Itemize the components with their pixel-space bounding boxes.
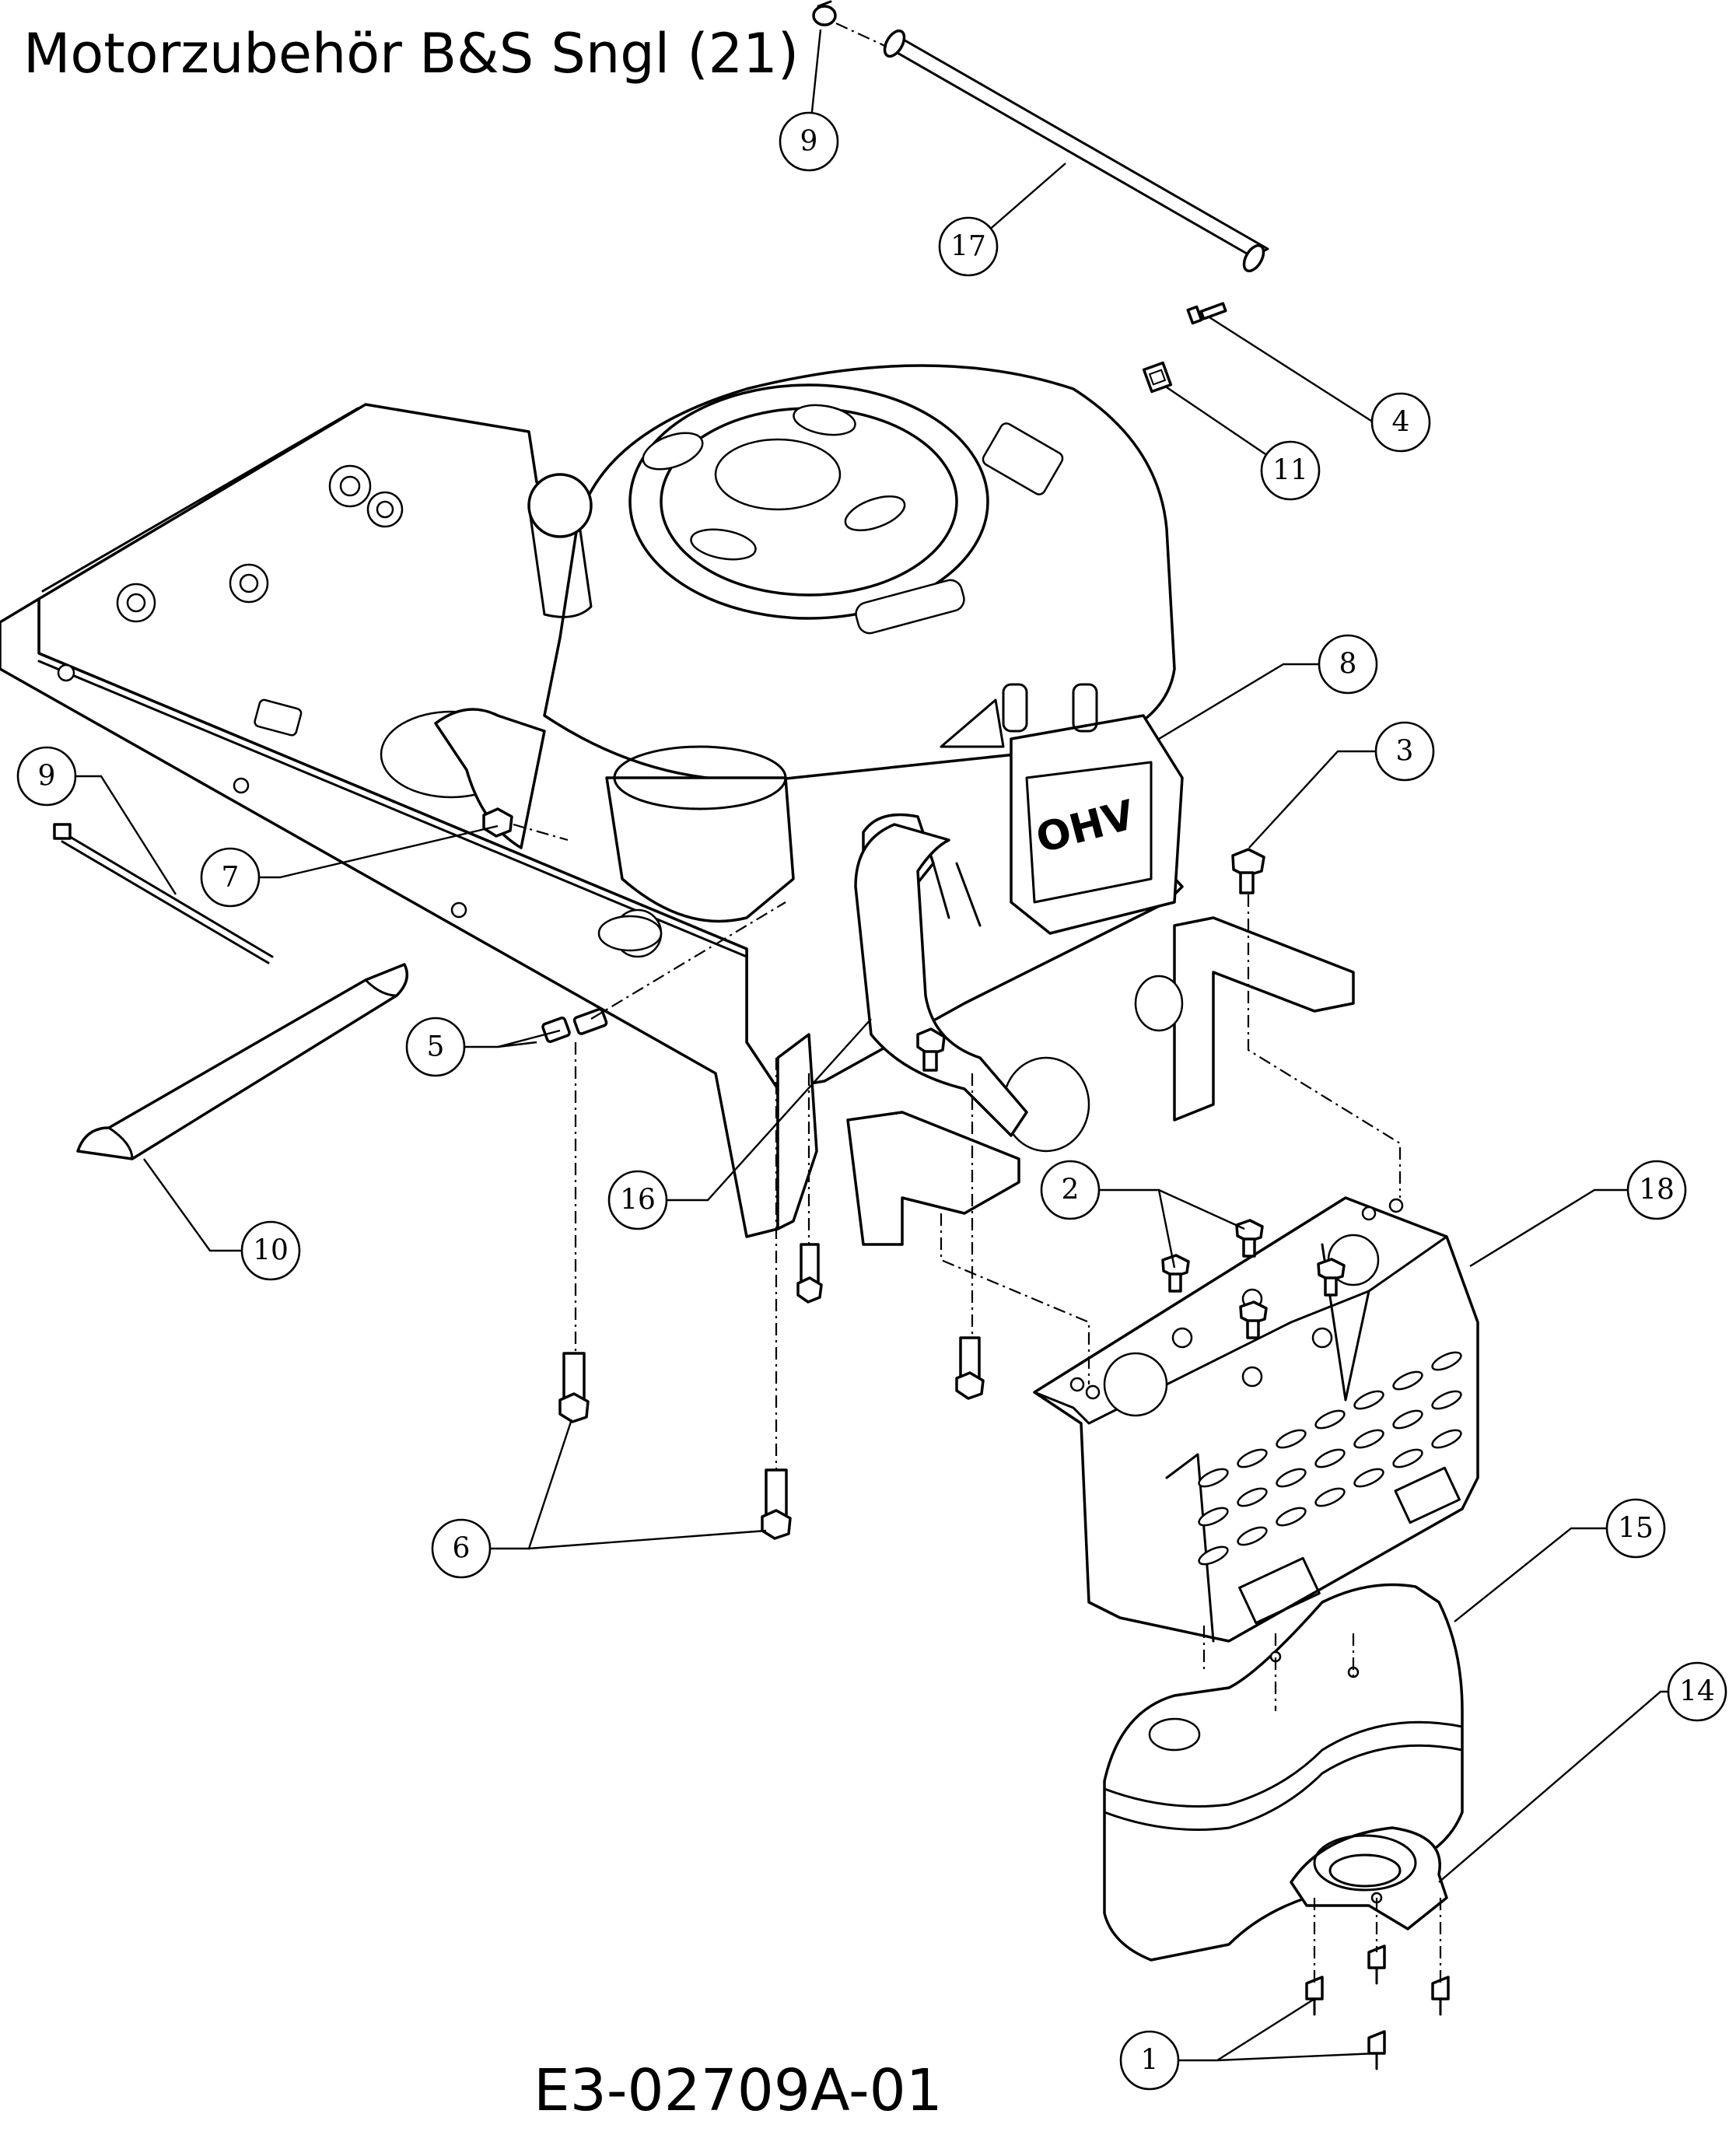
callout-11: 10 [240,1220,301,1281]
svg-text:10: 10 [253,1235,289,1267]
bolt-4 [1186,302,1227,325]
callout-16: 16 [607,1170,668,1230]
callout-leaders [76,29,1697,2062]
screws-2 [1161,1219,1346,1339]
callout-9: 9 [16,746,77,807]
svg-text:18: 18 [1639,1174,1675,1206]
muffler-heat-shield [1033,1196,1479,1643]
drawing-number: E3-02709A-01 [534,2057,943,2124]
svg-text:15: 15 [1618,1513,1654,1545]
callout-balloons: 9 17 4 11 8 3 9 7 [16,111,1727,2091]
bolts-6 [558,1027,985,1540]
callout-10: 9 [779,111,839,172]
screws-1 [1305,1944,1450,2070]
callout-14: 14 [1667,1661,1727,1722]
callout-13: 11 [1260,440,1321,501]
svg-text:7: 7 [222,862,240,894]
svg-text:5: 5 [427,1031,445,1063]
heat-shield-vent-slots [1198,1351,1462,1566]
cable-tie-9 [53,823,274,964]
hose-clamp-10 [812,0,837,26]
fuel-line-17 [883,29,1269,273]
clip-13 [1142,361,1173,394]
cable-guide-11 [76,963,409,1160]
engine: OHV [434,364,1184,1137]
svg-text:2: 2 [1062,1174,1080,1206]
svg-text:3: 3 [1396,736,1414,768]
callout-8: 8 [1318,634,1378,695]
callout-6: 6 [431,1518,492,1579]
svg-text:17: 17 [950,231,986,263]
callout-3: 3 [1374,721,1435,782]
svg-text:14: 14 [1679,1676,1715,1708]
svg-text:4: 4 [1392,407,1410,439]
nut-7 [482,807,513,838]
svg-text:9: 9 [800,126,818,158]
callout-18: 18 [1626,1160,1687,1220]
callout-17: 17 [938,216,999,277]
callout-2: 2 [1040,1160,1101,1220]
svg-text:8: 8 [1339,649,1357,681]
svg-text:16: 16 [620,1185,656,1216]
bolt-3 [1231,848,1265,894]
callout-15: 15 [1605,1498,1666,1559]
svg-text:6: 6 [453,1533,471,1565]
svg-text:9: 9 [38,761,56,793]
callout-1: 1 [1119,2030,1180,2091]
callout-5: 5 [405,1017,466,1077]
diagram-title: Motorzubehör B&S Sngl (21) [23,22,800,86]
callout-4: 4 [1370,392,1431,453]
bolts-5 [541,1007,608,1044]
svg-text:11: 11 [1272,455,1308,487]
exhaust-deflector [1290,1826,1448,1930]
assembly-lines [513,23,1442,1983]
svg-text:1: 1 [1141,2045,1159,2077]
callout-7: 7 [200,847,261,908]
